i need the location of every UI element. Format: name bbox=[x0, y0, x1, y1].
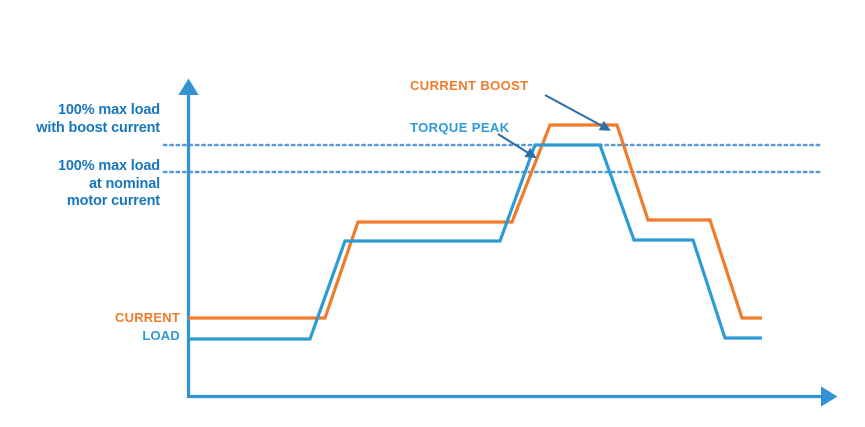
reference-lines bbox=[162, 143, 824, 174]
series-line-load bbox=[188, 143, 762, 341]
arrow-torque-peak bbox=[497, 133, 537, 159]
annotation-current-boost: CURRENT BOOST bbox=[410, 78, 529, 93]
series-line-current bbox=[188, 123, 762, 320]
reference-label-nominal-load-line1: 100% max load bbox=[57, 158, 160, 174]
reference-label-boost-load-line1: 100% max load bbox=[57, 102, 160, 118]
reference-label-nominal-load-line3: motor current bbox=[66, 193, 160, 210]
reference-label-nominal-load: 100% max load at nominal motor current bbox=[0, 158, 160, 211]
series-label-current: CURRENT bbox=[115, 310, 180, 325]
reference-label-boost-load-line2: with boost current bbox=[36, 119, 160, 136]
series-label-load: LOAD bbox=[142, 328, 180, 343]
reference-label-boost-load: 100% max load with boost current bbox=[0, 102, 160, 137]
annotation-torque-peak: TORQUE PEAK bbox=[410, 120, 510, 135]
axes bbox=[178, 78, 838, 407]
reference-label-nominal-load-line2: at nominal bbox=[88, 175, 160, 192]
callout-arrows bbox=[497, 94, 611, 159]
arrow-current-boost bbox=[544, 94, 611, 131]
